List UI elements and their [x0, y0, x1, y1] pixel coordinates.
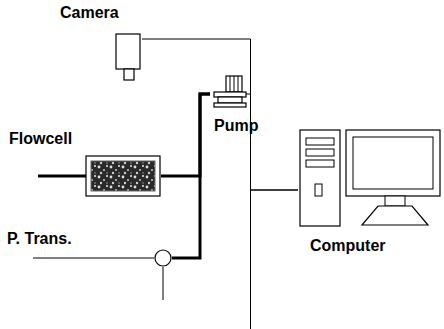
- signal-wire: [250, 94, 298, 190]
- transducer-symbol: [154, 249, 172, 267]
- signal-wire: [142, 39, 298, 190]
- tube-connector: [161, 94, 210, 176]
- flowcell-icon: [85, 155, 161, 197]
- transducer-node: P. Trans.: [154, 249, 172, 267]
- component-label: Flowcell: [9, 129, 72, 148]
- camera-icon: [114, 33, 142, 81]
- pressure-stub: [163, 267, 164, 300]
- outlet-tube: [38, 175, 86, 178]
- camera-node: Camera: [114, 33, 142, 81]
- flowcell-node: Flowcell: [85, 155, 161, 197]
- component-label: Camera: [60, 3, 119, 22]
- signal-bus: [250, 190, 251, 329]
- tube-connector: [172, 94, 210, 258]
- component-label: Computer: [310, 236, 386, 255]
- component-label: P. Trans.: [7, 229, 72, 248]
- pressure-line: [33, 258, 154, 259]
- pump-icon: [210, 74, 250, 114]
- computer-node: Computer: [298, 128, 442, 228]
- computer-icon: [298, 128, 442, 228]
- component-label: Pump: [214, 116, 258, 135]
- pump-node: Pump: [210, 74, 250, 114]
